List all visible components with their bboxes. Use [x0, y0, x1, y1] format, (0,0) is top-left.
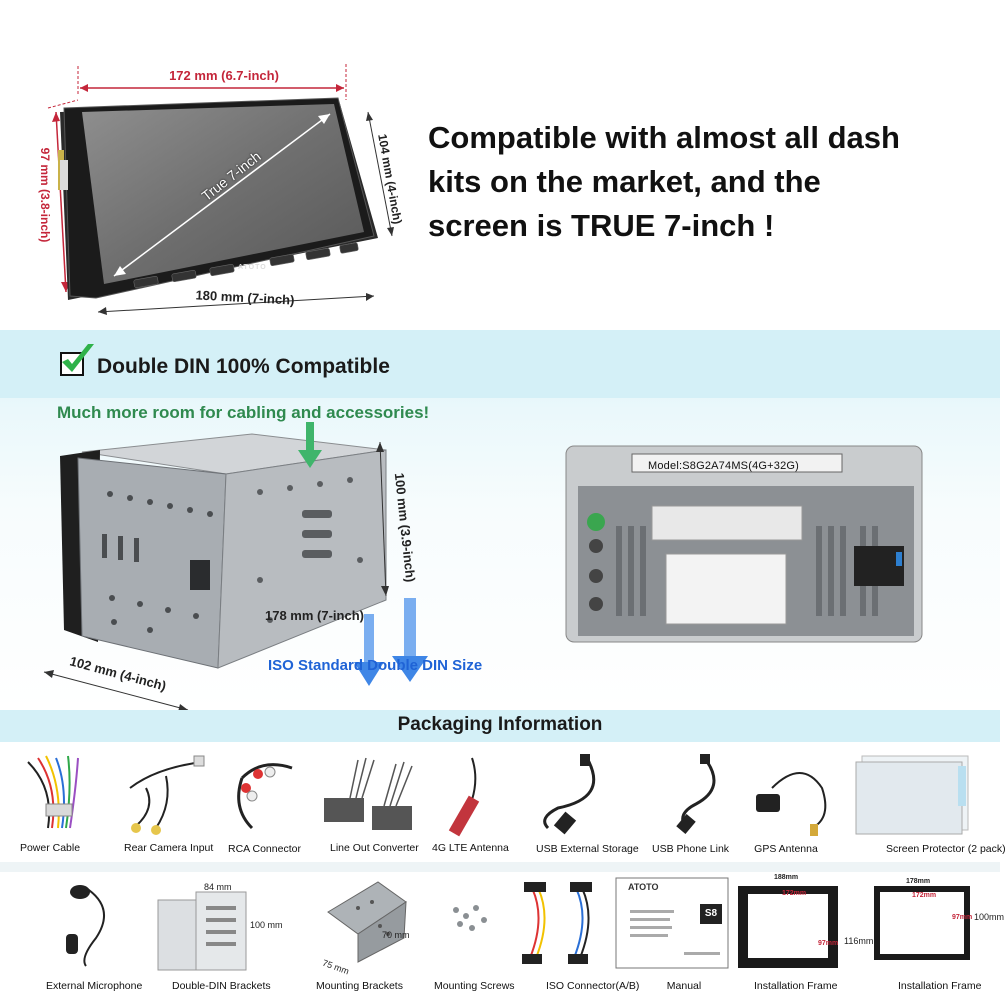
iso-connector-icon — [522, 882, 592, 964]
installation-frame-1-item — [734, 878, 844, 972]
chassis-illustration — [43, 422, 428, 712]
caption-usb-external-storage: USB External Storage — [536, 843, 639, 855]
mount-height-label: 70 mm — [382, 930, 410, 940]
caption-lte-antenna: 4G LTE Antenna — [432, 842, 509, 854]
caption-mounting-screws: Mounting Screws — [434, 980, 515, 992]
caption-external-microphone: External Microphone — [46, 980, 143, 992]
power-cable-icon — [27, 755, 79, 829]
compatibility-headline: Compatible with almost all dash kits on … — [428, 116, 988, 248]
frame2-outer-width: 178mm — [906, 878, 931, 885]
frame2-inner-height: 97mm — [952, 914, 973, 921]
screen-protector-item — [854, 752, 972, 836]
usb-phone-cable-icon — [676, 754, 716, 834]
double-din-title: Double DIN 100% Compatible — [97, 355, 390, 378]
rca-connector-item — [222, 748, 302, 838]
mounting-screws-item — [446, 900, 496, 940]
screen-height-label: 97 mm (3.8-inch) — [38, 147, 52, 243]
caption-double-din-brackets: Double-DIN Brackets — [172, 980, 271, 992]
manual-badge: S8 — [700, 904, 722, 924]
brand-logo: ATOTO — [238, 264, 267, 271]
caption-rca-connector: RCA Connector — [228, 843, 301, 855]
mounting-bracket-icon — [327, 881, 407, 963]
gps-antenna-icon — [756, 772, 827, 836]
gps-antenna-item — [752, 748, 832, 838]
packaging-header-band — [0, 710, 1000, 742]
installation-frame-icon — [874, 886, 970, 960]
frame2-outer-height: 100mm — [974, 912, 1005, 922]
rear-camera-cable-icon — [129, 755, 205, 835]
head-unit-front-illustration — [47, 64, 394, 315]
line-out-converter-icon — [324, 757, 413, 830]
double-din-bracket-icon — [157, 891, 247, 971]
headline-line: screen is TRUE 7-inch ! — [428, 208, 775, 243]
microphone-icon — [66, 885, 105, 967]
lte-antenna-item — [432, 748, 512, 838]
caption-rear-camera-input: Rear Camera Input — [124, 842, 214, 854]
caption-power-cable: Power Cable — [19, 842, 81, 854]
caption-screen-protector: Screen Protector (2 pack) — [886, 843, 1006, 855]
row-separator — [0, 862, 1000, 872]
rca-connector-icon — [237, 763, 293, 830]
line-out-converter-item — [320, 748, 416, 838]
checkmark-icon — [62, 344, 94, 372]
headline-line: Compatible with almost all dash — [428, 120, 900, 155]
caption-iso-connector: ISO Connector(A/B) — [546, 980, 640, 992]
double-din-section: Double DIN 100% Compatible Much more roo… — [0, 330, 1000, 712]
rear-camera-input-item — [126, 748, 206, 838]
lte-antenna-icon — [448, 757, 480, 837]
packaging-title: Packaging Information — [397, 714, 603, 735]
frame1-inner-height: 97mm — [818, 940, 839, 947]
screen-dimensions-section: 172 mm (6.7-inch) 180 mm (7-inch) 97 mm … — [0, 0, 1000, 330]
caption-installation-frame-1: Installation Frame — [754, 980, 838, 992]
usb-phone-link-item — [656, 748, 736, 838]
mounting-brackets-item — [318, 872, 418, 968]
iso-standard-label: ISO Standard Double DIN Size — [268, 657, 483, 674]
headline-line: kits on the market, and the — [428, 164, 821, 199]
bracket-width-label: 84 mm — [204, 882, 232, 892]
iso-connector-item — [516, 878, 612, 968]
frame1-outer-width: 188mm — [774, 874, 799, 881]
model-label: Model:S8G2A74MS(4G+32G) — [648, 460, 800, 472]
caption-manual: Manual — [666, 980, 702, 992]
frame1-outer-height: 116mm — [844, 936, 874, 946]
caption-line-out-converter: Line Out Converter — [330, 842, 419, 854]
din-width-label: 178 mm (7-inch) — [265, 608, 364, 623]
screws-icon — [453, 905, 487, 931]
usb-storage-cable-icon — [543, 754, 596, 835]
screen-width-label: 172 mm (6.7-inch) — [169, 68, 279, 83]
caption-installation-frame-2: Installation Frame — [898, 980, 982, 992]
cabling-room-subtitle: Much more room for cabling and accessori… — [57, 403, 430, 422]
frame1-inner-width: 172mm — [782, 890, 807, 897]
bracket-height-label: 100 mm — [250, 920, 283, 930]
installation-frame-2-item — [870, 878, 974, 972]
caption-usb-phone-link: USB Phone Link — [652, 843, 730, 855]
frame2-inner-width: 172mm — [912, 892, 937, 899]
caption-mounting-brackets: Mounting Brackets — [316, 980, 403, 992]
rear-panel-photo — [565, 445, 923, 643]
installation-frame-icon — [738, 886, 838, 968]
double-din-brackets-item — [156, 886, 252, 972]
caption-gps-antenna: GPS Antenna — [754, 843, 818, 855]
usb-external-storage-item — [528, 748, 608, 838]
screen-protector-icon — [855, 755, 969, 835]
manual-brand: ATOTO — [628, 882, 659, 892]
power-cable-item — [18, 748, 98, 838]
external-microphone-item — [36, 878, 116, 968]
double-din-header-band — [0, 330, 1000, 398]
